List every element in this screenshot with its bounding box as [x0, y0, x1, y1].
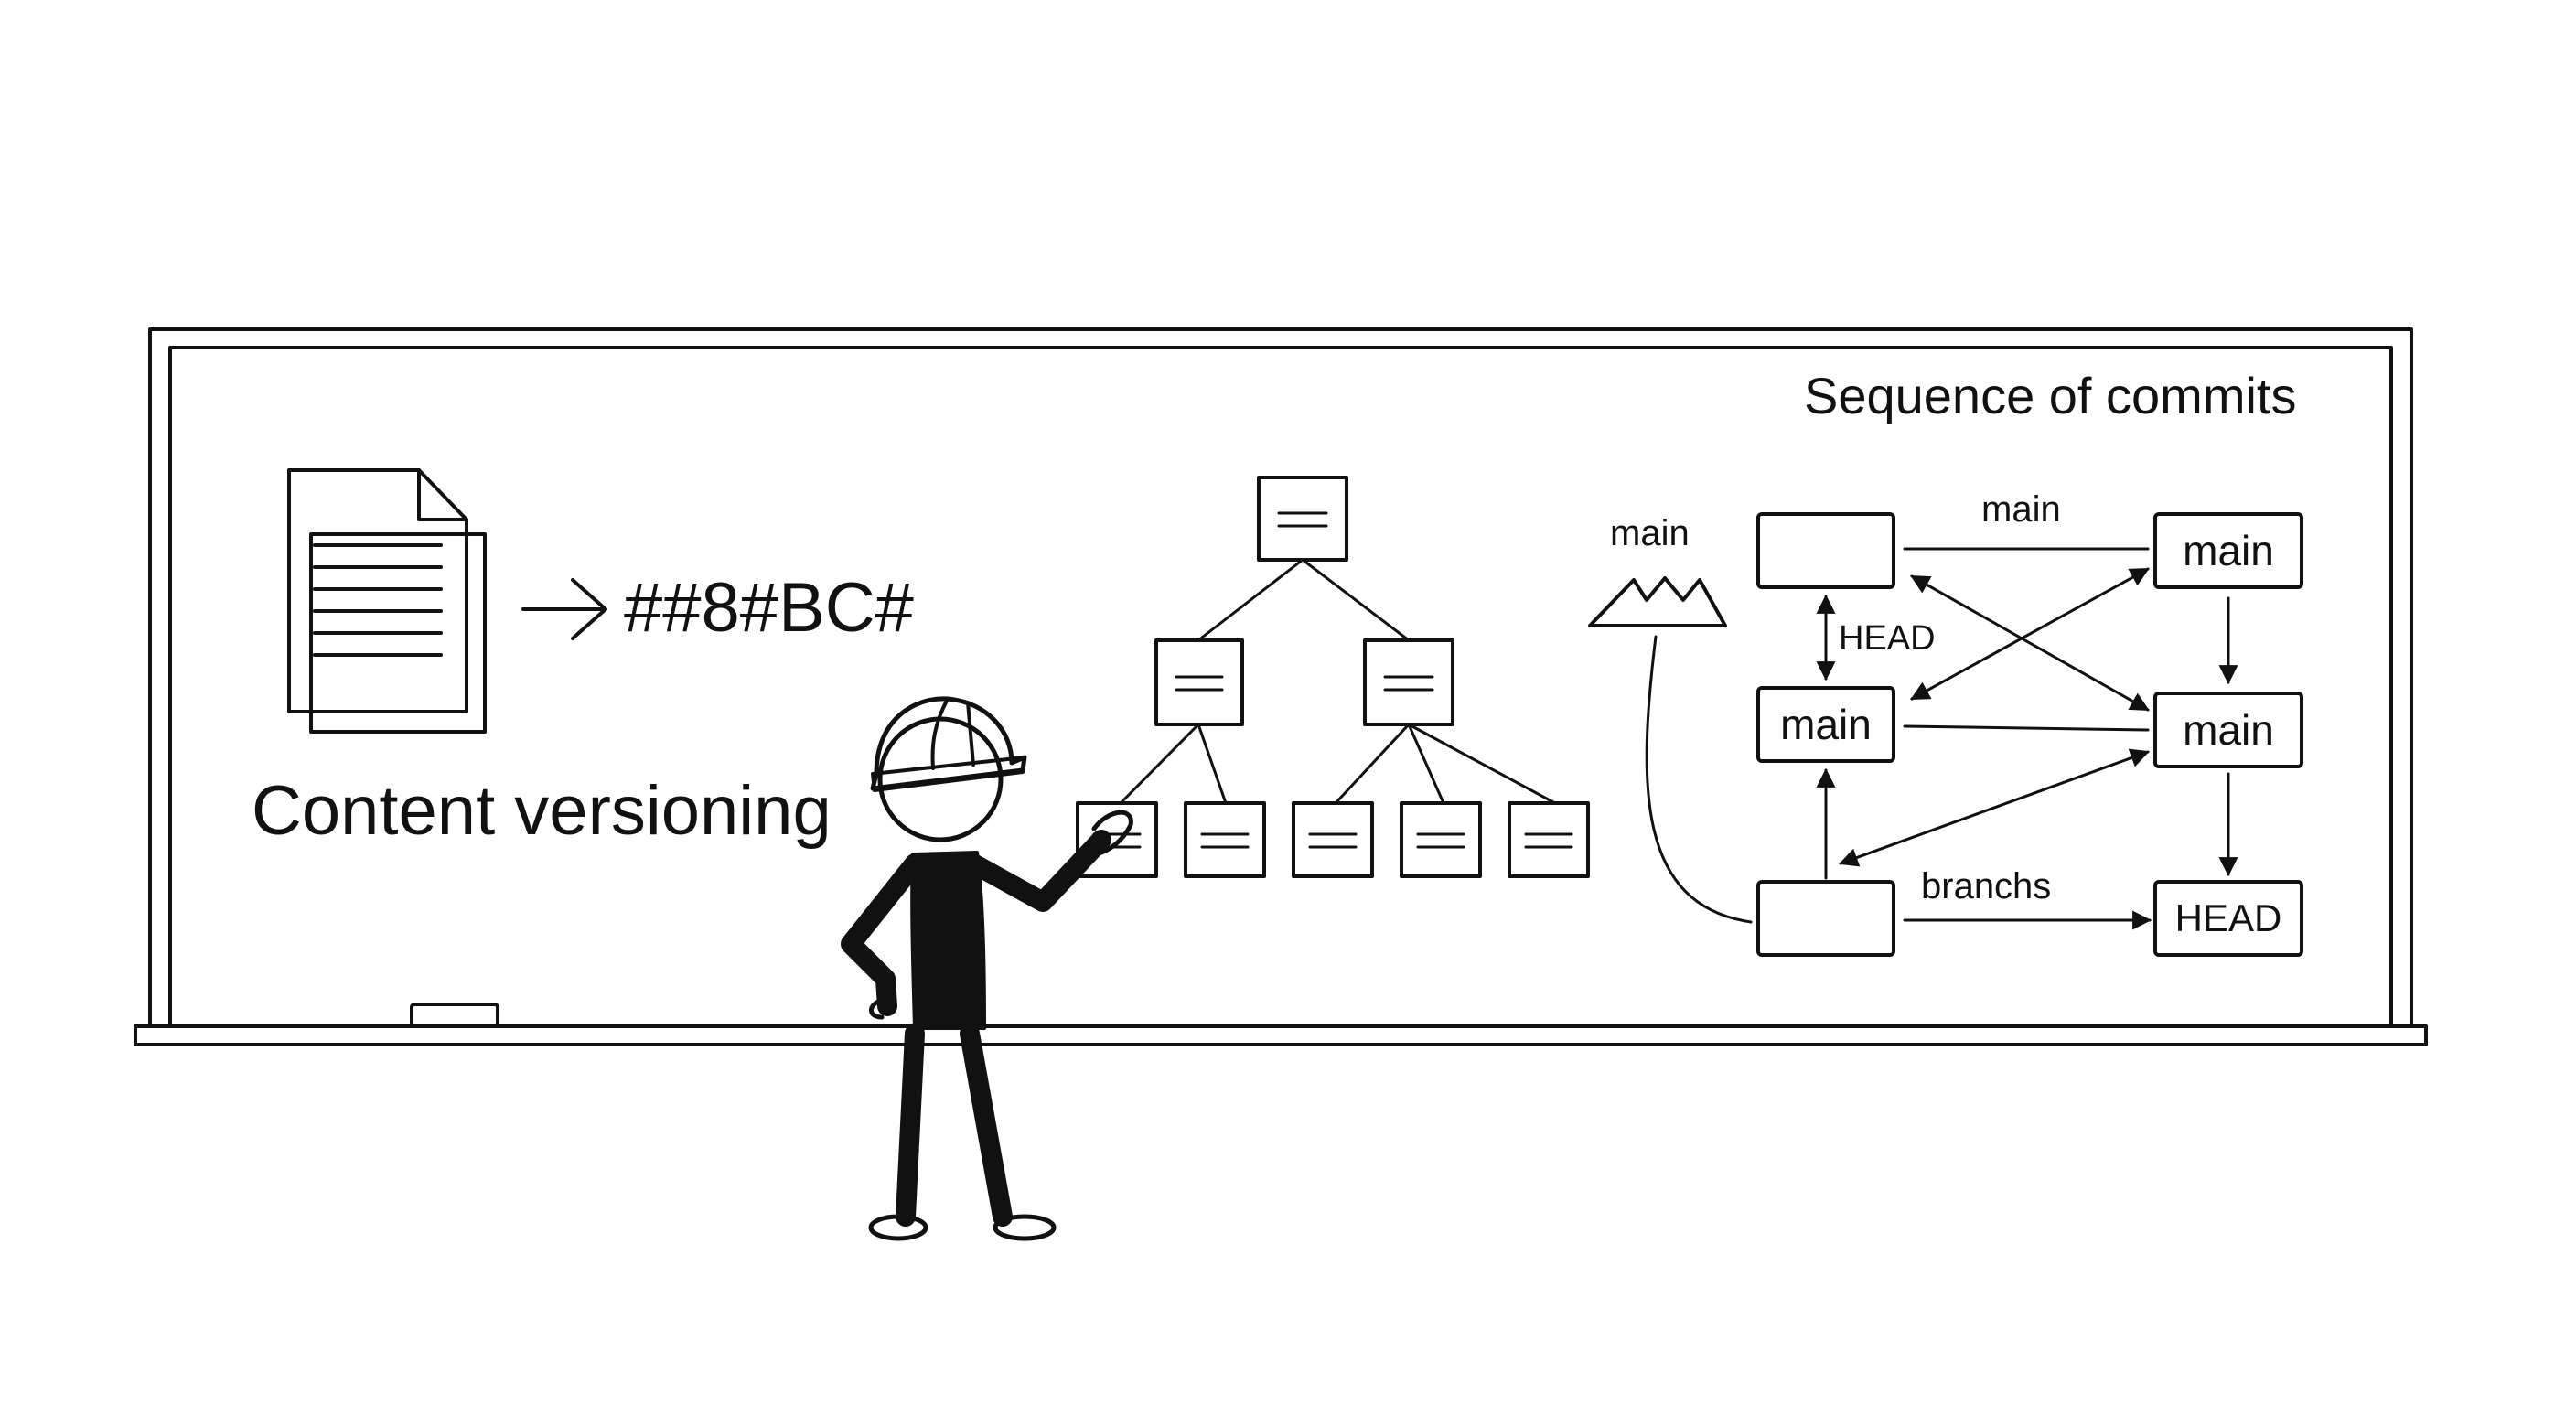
tree-node — [1257, 476, 1348, 562]
mountain-peak-icon — [1588, 576, 1727, 627]
hard-hat-icon — [870, 696, 1027, 792]
stick-figure — [841, 696, 1133, 1241]
commit-box-main: main — [2153, 512, 2303, 589]
content-versioning-section: ##8#BC# Content versioning — [252, 468, 914, 850]
right-arrow-icon — [521, 578, 607, 640]
tree-node — [1508, 801, 1590, 878]
commit-label: HEAD — [2175, 896, 2282, 939]
branch-curve — [1645, 635, 1753, 924]
content-versioning-caption: Content versioning — [252, 772, 832, 850]
whiteboard-outer-frame — [148, 327, 2413, 1028]
commit-box — [1756, 512, 1895, 589]
stacked-document-icon — [287, 468, 487, 734]
commits-section: Sequence of commits main main HEAD branc… — [1588, 367, 2303, 957]
tree-node — [1154, 638, 1244, 726]
tree-node — [1292, 801, 1374, 878]
tree-node — [1400, 801, 1482, 878]
whiteboard — [134, 327, 2428, 1046]
commit-arrows — [1816, 547, 2238, 930]
commit-box — [1756, 880, 1895, 957]
tree-node — [1184, 801, 1266, 878]
whiteboard-tray — [134, 1024, 2428, 1046]
figure-left-shoe — [868, 1214, 928, 1241]
commit-box-head: HEAD — [2153, 880, 2303, 957]
edge-label-branchs: branchs — [1921, 866, 2051, 906]
tree-edges — [1119, 558, 1557, 805]
figure-torso — [910, 851, 986, 1030]
commit-label: main — [2183, 527, 2274, 574]
figure-right-arm — [963, 830, 1111, 912]
hash-text: ##8#BC# — [624, 569, 914, 647]
eraser — [410, 1003, 499, 1028]
tree-diagram — [1076, 476, 1590, 878]
commit-label: main — [2183, 706, 2274, 754]
commit-box-main: main — [1756, 686, 1895, 763]
tree-node — [1363, 638, 1454, 726]
commit-label: main — [1780, 701, 1872, 748]
commits-title: Sequence of commits — [1804, 367, 2296, 424]
figure-left-leg — [896, 1024, 925, 1227]
figure-left-arm — [841, 853, 925, 1016]
figure-right-shoe — [993, 1214, 1057, 1241]
figure-right-hand — [1091, 810, 1133, 857]
figure-left-hand — [869, 998, 885, 1020]
edge-label-main: main — [1981, 489, 2061, 530]
figure-right-leg — [960, 1024, 1013, 1227]
whiteboard-inner-frame — [168, 346, 2393, 1028]
edge-label-head: HEAD — [1839, 619, 1936, 658]
commit-box-main: main — [2153, 692, 2303, 768]
left-main-label: main — [1610, 513, 1690, 553]
